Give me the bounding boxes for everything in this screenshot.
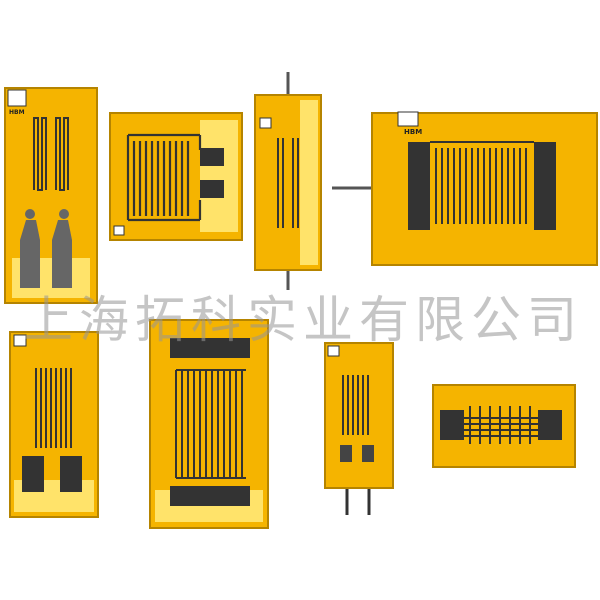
solder-tab (22, 456, 44, 492)
hbm-logo-text: HBM (9, 109, 25, 116)
gauge-grid (126, 133, 202, 222)
solder-tabs (340, 445, 374, 462)
solder-tabs (20, 209, 72, 288)
solder-tab (200, 180, 224, 198)
hbm-logo-icon (327, 345, 340, 357)
strain-gauge-3 (254, 72, 322, 290)
strain-gauge-1: HBM (4, 87, 98, 304)
gauge-grid (342, 375, 369, 435)
gauge-grid (277, 138, 299, 228)
gauge-grid (430, 141, 534, 224)
hbm-logo-icon (113, 225, 125, 236)
strain-gauge-4: HBM (332, 111, 598, 266)
hbm-logo-icon (259, 117, 272, 129)
strain-gauge-5 (9, 331, 99, 518)
solder-tab (60, 456, 82, 492)
solder-tab (170, 338, 250, 358)
solder-tabs (440, 410, 562, 440)
hbm-logo-icon (7, 89, 27, 107)
strain-gauge-6 (149, 319, 269, 529)
strain-gauge-8 (432, 384, 576, 468)
gauge-grid (35, 368, 72, 448)
hbm-logo-icon (397, 111, 419, 127)
gauge-grid (464, 406, 538, 444)
strain-gauge-2 (109, 112, 243, 241)
strain-gauge-7 (324, 342, 394, 515)
solder-tab (170, 486, 250, 506)
gauge-grid (33, 117, 69, 191)
solder-tabs (408, 142, 556, 230)
hbm-logo-icon (13, 334, 27, 347)
gauge-grid (175, 369, 246, 479)
hbm-logo-text: HBM (404, 128, 422, 136)
solder-tab (200, 148, 224, 166)
